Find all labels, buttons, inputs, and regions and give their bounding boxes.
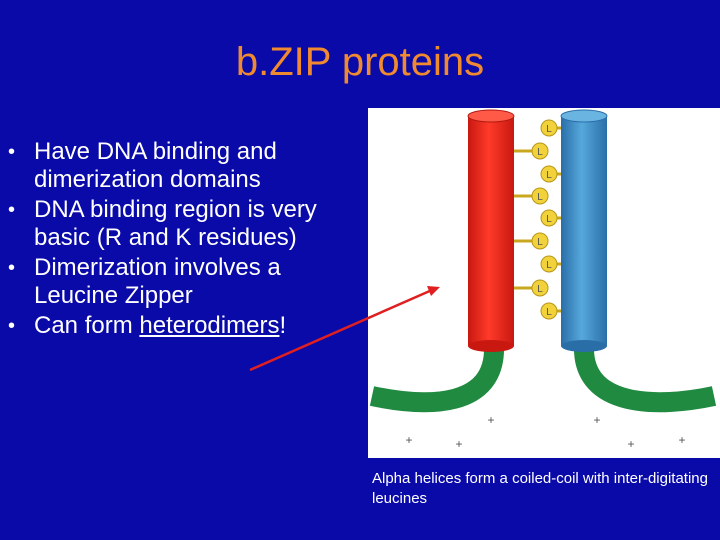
bullet-text-underlined: heterodimers: [139, 312, 279, 339]
bullet-list: • Have DNA binding and dimerization doma…: [8, 138, 358, 342]
basic-residue-charges: + + + + + +: [405, 413, 685, 451]
bullet-symbol: •: [8, 138, 34, 166]
left-dna-binding-arm: [372, 346, 494, 402]
bullet-item: • Have DNA binding and dimerization doma…: [8, 138, 358, 194]
leucine-label: L: [537, 237, 543, 248]
bullet-text: DNA binding region is very basic (R and …: [34, 196, 317, 251]
leucine-label: L: [546, 170, 552, 181]
charge-plus: +: [405, 433, 412, 447]
bullet-symbol: •: [8, 312, 34, 340]
bullet-text-before: Can form: [34, 312, 139, 339]
leucine-ball: L: [541, 120, 561, 136]
right-alpha-helix: [561, 110, 607, 352]
leucine-ball: L: [514, 233, 548, 249]
bullet-text: Have DNA binding and dimerization domain…: [34, 138, 277, 193]
leucine-label: L: [537, 192, 543, 203]
bullet-text: Dimerization involves a Leucine Zipper: [34, 254, 281, 309]
bullet-symbol: •: [8, 254, 34, 282]
leucine-ball: L: [514, 188, 548, 204]
figure-caption: Alpha helices form a coiled-coil with in…: [372, 469, 712, 509]
bullet-item: • DNA binding region is very basic (R an…: [8, 196, 358, 252]
bullet-text-after: !: [279, 312, 286, 339]
left-alpha-helix: [468, 110, 514, 352]
bullet-symbol: •: [8, 196, 34, 224]
leucine-label: L: [546, 260, 552, 271]
slide-title: b.ZIP proteins: [0, 38, 720, 86]
leucine-ball: L: [541, 256, 561, 272]
right-dna-binding-arm: [584, 346, 714, 402]
leucine-ball: L: [541, 166, 561, 182]
leucine-label: L: [546, 214, 552, 225]
leucine-label: L: [537, 284, 543, 295]
charge-plus: +: [487, 413, 494, 427]
leucine-label: L: [546, 124, 552, 135]
leucine-label: L: [546, 307, 552, 318]
leucine-ball: L: [514, 280, 548, 296]
bullet-item: • Can form heterodimers!: [8, 312, 358, 340]
leucine-label: L: [537, 147, 543, 158]
leucine-ball: L: [541, 210, 561, 226]
charge-plus: +: [627, 437, 634, 451]
leucine-ball: L: [541, 303, 561, 319]
charge-plus: +: [678, 433, 685, 447]
charge-plus: +: [593, 413, 600, 427]
bullet-item: • Dimerization involves a Leucine Zipper: [8, 254, 358, 310]
leucine-ball: L: [514, 143, 548, 159]
charge-plus: +: [455, 437, 462, 451]
